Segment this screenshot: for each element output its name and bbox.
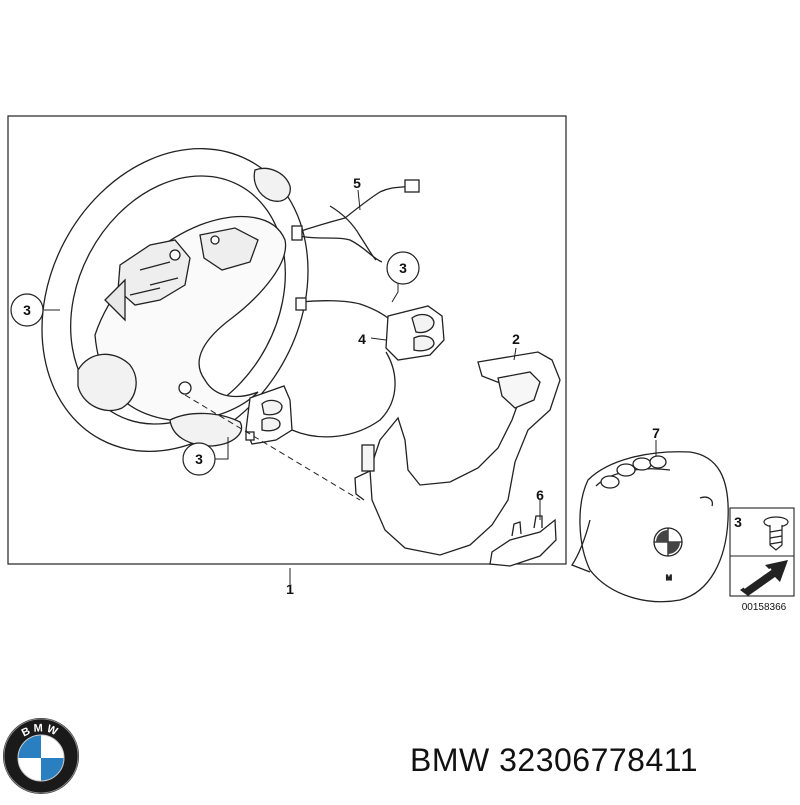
callout-4: 4 [358,331,366,347]
multifunction-switch-drawing [245,297,445,445]
callout-3-screw: 3 [734,514,742,530]
svg-text:3: 3 [399,260,407,276]
trim-cover-drawing [354,351,561,556]
wiring-harness-drawing [291,179,420,263]
callout-3-lower: 3 [182,442,216,476]
svg-text:3: 3 [23,302,31,318]
diagram-frame [7,115,567,565]
callout-1: 1 [286,581,294,597]
svg-text:BMW: BMW [20,722,62,739]
airbag-module-drawing: M [571,451,729,603]
screw-inset [729,507,795,597]
callout-5: 5 [353,175,361,191]
drawing-number: 00158366 [742,602,787,613]
cover-piece-drawing [489,515,557,567]
caption-part-number: 32306778411 [499,742,698,778]
leader-lines [44,189,657,584]
callout-3-switch: 3 [386,251,420,285]
steering-wheel-drawing [41,148,309,452]
caption-brand: BMW [410,742,490,778]
callout-2: 2 [512,331,520,347]
arrow-icon [740,560,788,596]
screw-drawing [763,516,789,551]
bmw-logo: BMW [3,718,79,794]
part-caption: BMW 32306778411 [410,742,698,779]
callout-6: 6 [536,487,544,503]
callout-3-left: 3 [10,293,44,327]
callout-7: 7 [652,425,660,441]
airbag-badge-label: M [666,575,672,582]
svg-text:3: 3 [195,451,203,467]
